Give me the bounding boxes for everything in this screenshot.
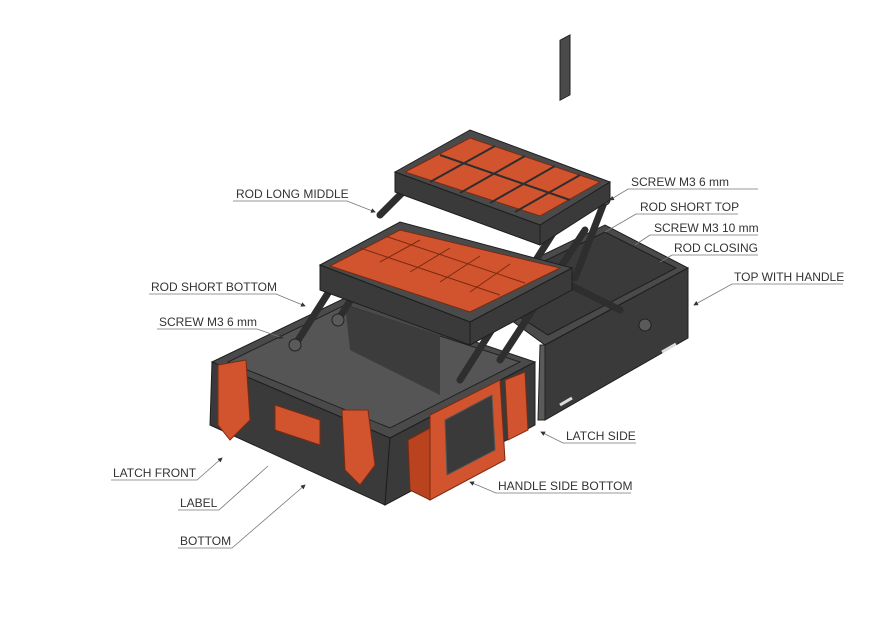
label-screw-m3-6-bottom: SCREW M3 6 mm xyxy=(159,315,257,329)
label-top-with-handle: TOP WITH HANDLE xyxy=(734,270,844,284)
callout-screw-m3-10: SCREW M3 10 mm xyxy=(634,221,759,246)
label-screw-m3-10: SCREW M3 10 mm xyxy=(654,221,759,235)
rod-short-top xyxy=(571,196,609,282)
callout-handle-side-bottom: HANDLE SIDE BOTTOM xyxy=(469,479,632,494)
callout-latch-side: LATCH SIDE xyxy=(540,429,636,444)
screw-m3-6-bottom xyxy=(288,338,302,352)
label-handle-side-bottom: HANDLE SIDE BOTTOM xyxy=(498,479,632,493)
latch-front-right xyxy=(341,409,376,486)
callout-bottom: BOTTOM xyxy=(178,484,306,549)
latch-side xyxy=(504,371,529,441)
callout-rod-short-top: ROD SHORT TOP xyxy=(604,200,739,233)
rod-short-bottom xyxy=(291,286,334,349)
callout-screw-m3-6-bottom: SCREW M3 6 mm xyxy=(157,315,284,339)
label-latch-front: LATCH FRONT xyxy=(113,466,197,480)
callout-label: LABEL xyxy=(178,465,269,511)
callout-screw-m3-6-top: SCREW M3 6 mm xyxy=(609,175,758,201)
latch-front-left xyxy=(217,359,251,441)
callout-rod-closing: ROD CLOSING xyxy=(659,241,758,263)
callout-rod-long-middle: ROD LONG MIDDLE xyxy=(233,187,376,213)
label-label: LABEL xyxy=(180,496,218,510)
label-plate xyxy=(274,404,321,446)
handle-side-bottom xyxy=(407,379,506,501)
label-rod-closing: ROD CLOSING xyxy=(674,241,758,255)
label-rod-long-middle: ROD LONG MIDDLE xyxy=(236,187,349,201)
label-screw-m3-6-top: SCREW M3 6 mm xyxy=(631,175,729,189)
middle-tray xyxy=(318,221,574,346)
rod-closing xyxy=(566,281,624,314)
label-latch-side: LATCH SIDE xyxy=(566,429,636,443)
label-bottom: BOTTOM xyxy=(180,534,231,548)
label-rod-short-top: ROD SHORT TOP xyxy=(640,200,739,214)
callout-top-with-handle: TOP WITH HANDLE xyxy=(693,270,844,306)
callout-rod-short-bottom: ROD SHORT BOTTOM xyxy=(149,280,306,307)
label-rod-short-bottom: ROD SHORT BOTTOM xyxy=(151,280,277,294)
callout-latch-front: LATCH FRONT xyxy=(111,457,223,481)
upper-tray xyxy=(393,129,612,246)
